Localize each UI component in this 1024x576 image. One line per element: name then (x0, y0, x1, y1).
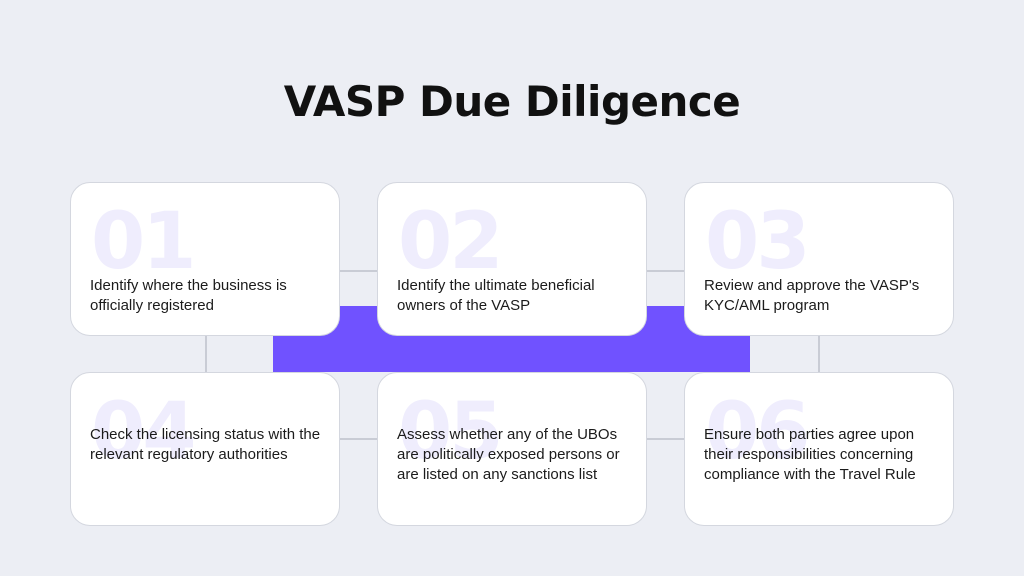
step-number: 01 (91, 197, 197, 287)
step-card-05: 05 Assess whether any of the UBOs are po… (377, 372, 647, 526)
step-text: Check the licensing status with the rele… (90, 426, 321, 463)
connector-left (205, 334, 207, 374)
step-card-04: 04 Check the licensing status with the r… (70, 372, 340, 526)
connector-right (818, 334, 820, 374)
step-card-03: 03 Review and approve the VASP's KYC/AML… (684, 182, 954, 336)
step-number: 04 (91, 387, 197, 477)
page-title: VASP Due Diligence (283, 77, 741, 126)
step-card-01: 01 Identify where the business is offici… (70, 182, 340, 336)
step-number: 05 (398, 387, 504, 477)
step-text: Identify where the business is officiall… (90, 277, 287, 314)
step-number: 02 (398, 197, 504, 287)
step-card-06: 06 Ensure both parties agree upon their … (684, 372, 954, 526)
step-number: 03 (705, 197, 811, 287)
step-card-02: 02 Identify the ultimate beneficial owne… (377, 182, 647, 336)
step-text: Review and approve the VASP's KYC/AML pr… (704, 277, 920, 314)
step-text: Ensure both parties agree upon their res… (704, 426, 916, 483)
step-text: Identify the ultimate beneficial owners … (397, 277, 595, 314)
step-number: 06 (705, 387, 811, 477)
step-text: Assess whether any of the UBOs are polit… (397, 426, 620, 483)
